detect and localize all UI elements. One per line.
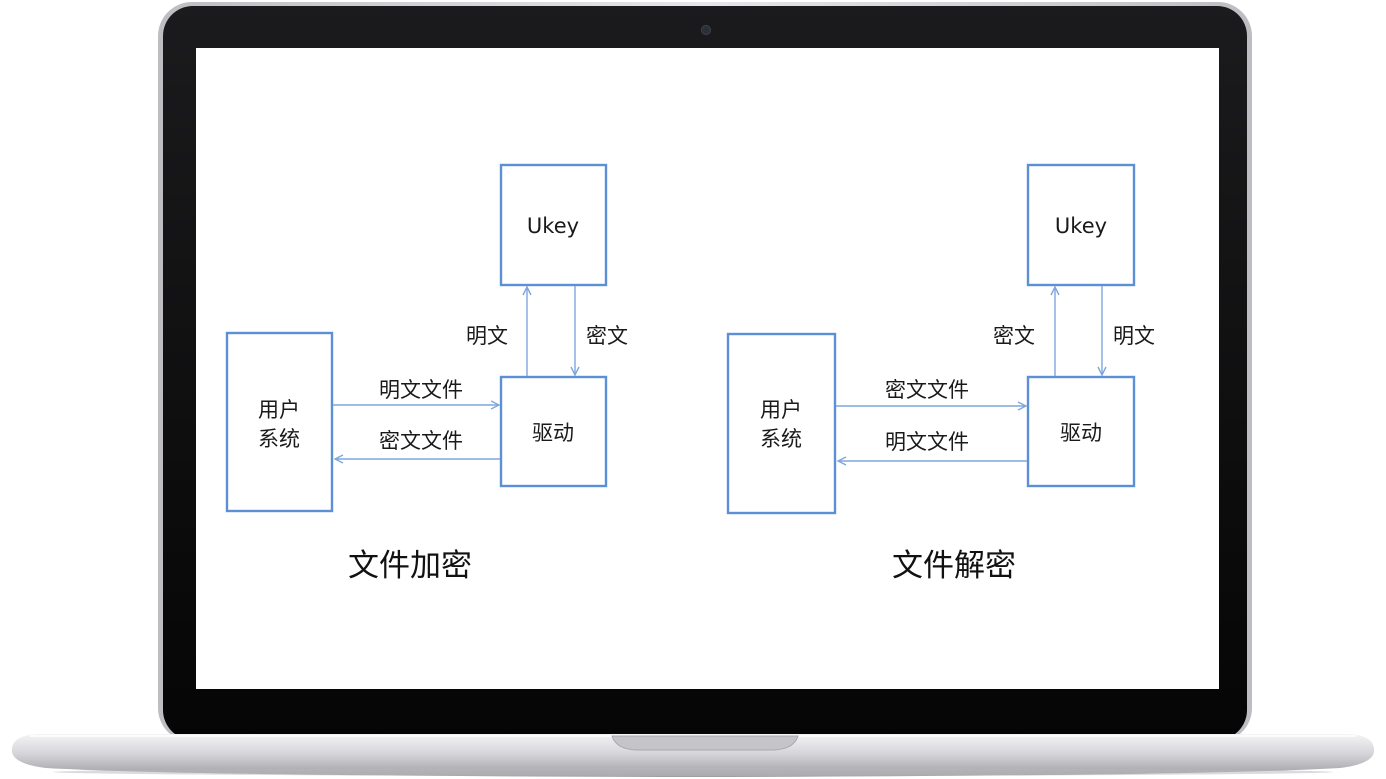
thumb-notch <box>611 735 799 751</box>
decrypt-caption: 文件解密 <box>892 548 1016 584</box>
encrypt-caption: 文件加密 <box>348 548 472 584</box>
decrypt-driver-box <box>1026 375 1136 488</box>
decrypt-diagram: 用户 系统 驱动 Ukey 密文文件 明文文件 密文 明文 <box>726 163 1155 584</box>
encrypt-ukey-label: Ukey <box>527 214 579 238</box>
screen: 用户 系统 驱动 Ukey 明文文件 密文文件 明文 密文 <box>196 48 1219 689</box>
encrypt-driver-box <box>499 375 608 488</box>
encrypt-diagram: 用户 系统 驱动 Ukey 明文文件 密文文件 明文 密文 <box>225 163 628 584</box>
encrypt-label-driver-to-ukey: 明文 <box>466 324 508 348</box>
decrypt-user-system-line1: 用户 <box>760 398 802 422</box>
encrypt-user-system-box <box>225 331 334 513</box>
decrypt-ukey-label: Ukey <box>1055 214 1107 238</box>
decrypt-user-system-box <box>726 332 837 515</box>
encrypt-user-system-line1: 用户 <box>258 398 300 422</box>
decrypt-label-driver-to-ukey: 密文 <box>993 324 1035 348</box>
decrypt-label-user-to-driver: 密文文件 <box>885 378 969 402</box>
encrypt-driver-label: 驱动 <box>532 421 574 445</box>
encrypt-user-system-line2: 系统 <box>258 427 300 451</box>
diagram-canvas: 用户 系统 驱动 Ukey 明文文件 密文文件 明文 密文 <box>225 163 1155 584</box>
encrypt-label-ukey-to-driver: 密文 <box>586 324 628 348</box>
laptop-base <box>12 734 1374 777</box>
decrypt-ukey-box <box>1026 163 1136 287</box>
decrypt-user-system-line2: 系统 <box>760 427 802 451</box>
camera-icon <box>701 25 711 35</box>
encrypt-label-driver-to-user: 密文文件 <box>379 429 463 453</box>
base-shadow <box>53 768 1333 776</box>
encrypt-ukey-box <box>499 163 608 287</box>
decrypt-driver-label: 驱动 <box>1060 421 1102 445</box>
decrypt-label-driver-to-user: 明文文件 <box>885 430 969 454</box>
decrypt-label-ukey-to-driver: 明文 <box>1113 324 1155 348</box>
encrypt-label-user-to-driver: 明文文件 <box>379 378 463 402</box>
